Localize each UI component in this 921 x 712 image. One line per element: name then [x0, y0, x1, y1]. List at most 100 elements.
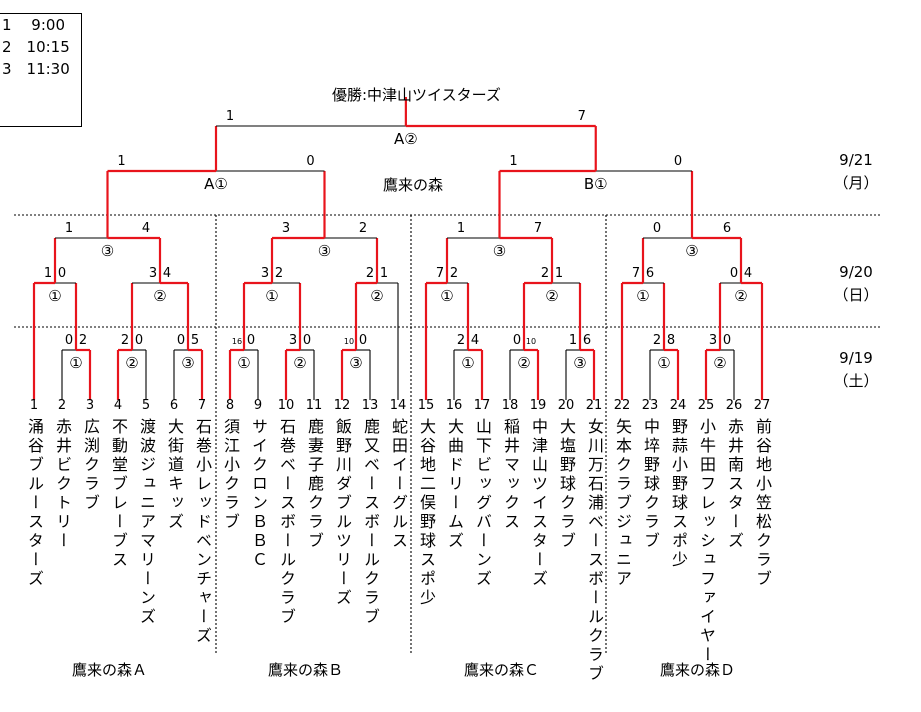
team-number: 21: [585, 398, 603, 413]
match-score: 1: [509, 154, 517, 169]
team-number: 19: [529, 398, 547, 413]
team-number: 8: [225, 398, 235, 413]
block-label-c: 鷹来の森Ｃ: [464, 661, 540, 679]
team-name: 稲井マックス: [501, 418, 520, 532]
match-score: 0: [359, 333, 367, 348]
team-number: 22: [613, 398, 631, 413]
match-score: 1: [117, 154, 125, 169]
team-number: 2: [57, 398, 67, 413]
match-number-label: ①: [48, 287, 61, 305]
legend-slot-1: 1 9:00: [2, 16, 65, 34]
match-score: 8: [667, 333, 675, 348]
match-score: 2: [359, 221, 367, 236]
date-day3-weekday: （月）: [833, 174, 879, 192]
team-number: 26: [725, 398, 743, 413]
match-score: 3: [709, 333, 717, 348]
match-score: 7: [436, 266, 444, 281]
match-score: 0: [306, 154, 314, 169]
match-score: 4: [142, 221, 150, 236]
match-number-label: ③: [685, 242, 698, 260]
match-score: 6: [583, 333, 591, 348]
block-label-b: 鷹来の森Ｂ: [268, 661, 344, 679]
match-number-label: ②: [713, 354, 726, 372]
match-number-label: ③: [349, 354, 362, 372]
match-score: 3: [282, 221, 290, 236]
team-number: 16: [445, 398, 463, 413]
team-number: 17: [473, 398, 491, 413]
match-number-label: ①: [461, 354, 474, 372]
match-number-label: ③: [318, 242, 331, 260]
team-number: 23: [641, 398, 659, 413]
team-number: 13: [361, 398, 379, 413]
match-score: 2: [366, 266, 374, 281]
match-score: 0: [247, 333, 255, 348]
match-score: 0: [65, 333, 73, 348]
match-number-label: A①: [204, 175, 228, 193]
match-number-label: ③: [493, 242, 506, 260]
match-number-label: ②: [293, 354, 306, 372]
match-score: 3: [289, 333, 297, 348]
team-number: 12: [333, 398, 351, 413]
team-number: 1: [29, 398, 39, 413]
match-score: 10: [344, 337, 354, 346]
team-name: 石巻小レッドベンチャーズ: [193, 418, 212, 646]
team-name: 鹿妻子鹿クラブ: [305, 418, 324, 551]
match-number-label: ②: [734, 287, 747, 305]
team-number: 14: [389, 398, 407, 413]
team-name: 赤井ビクトリー: [53, 418, 72, 551]
date-day1: 9/19 （土）: [826, 347, 886, 393]
match-score: 1: [555, 266, 563, 281]
team-number: 11: [305, 398, 323, 413]
match-number-label: ①: [237, 354, 250, 372]
team-name: サイクロンＢＢＣ: [249, 418, 268, 570]
match-score: 7: [632, 266, 640, 281]
team-name: 渡波ジュニアマリーンズ: [137, 418, 156, 627]
match-number-label: ②: [370, 287, 383, 305]
match-score: 0: [723, 333, 731, 348]
match-score: 3: [149, 266, 157, 281]
team-name: 山下ビッグバーンズ: [473, 418, 492, 589]
match-number-label: ②: [125, 354, 138, 372]
team-name: 涌谷ブルースターズ: [25, 418, 44, 589]
match-number-label: ①: [440, 287, 453, 305]
team-name: 飯野川ダブルツリーズ: [333, 418, 352, 608]
team-name: 矢本クラブジュニア: [613, 418, 632, 589]
team-name: 前谷地小笠松クラブ: [753, 418, 772, 589]
match-score: 1: [65, 221, 73, 236]
match-score: 2: [541, 266, 549, 281]
match-score: 0: [730, 266, 738, 281]
match-score: 10: [526, 337, 536, 346]
team-number: 27: [753, 398, 771, 413]
match-score: 1: [380, 266, 388, 281]
team-name: 中埣野球クラブ: [641, 418, 660, 551]
match-score: 4: [471, 333, 479, 348]
match-number-label: ①: [69, 354, 82, 372]
match-score: 1: [457, 221, 465, 236]
final-venue: 鷹来の森: [383, 176, 444, 194]
team-number: 25: [697, 398, 715, 413]
team-number: 18: [501, 398, 519, 413]
match-number-label: ③: [573, 354, 586, 372]
team-number: 7: [197, 398, 207, 413]
match-score: 4: [163, 266, 171, 281]
champion-label: 優勝:中津山ツイスターズ: [332, 86, 501, 104]
match-score: 1: [44, 266, 52, 281]
match-score: 0: [303, 333, 311, 348]
legend-slot-2: 2 10:15: [2, 38, 70, 56]
match-number-label: ②: [517, 354, 530, 372]
date-day1-date: 9/19: [839, 349, 873, 367]
team-name: 蛇田イーグルス: [389, 418, 408, 551]
team-number: 6: [169, 398, 179, 413]
match-number-label: ①: [657, 354, 670, 372]
date-day3-date: 9/21: [839, 151, 873, 169]
team-number: 9: [253, 398, 263, 413]
match-score: 0: [177, 333, 185, 348]
team-number: 15: [417, 398, 435, 413]
team-name: 石巻ベースボールクラブ: [277, 418, 296, 627]
match-score: 2: [121, 333, 129, 348]
team-name: 不動堂ブレーブス: [109, 418, 128, 570]
team-name: 赤井南スターズ: [725, 418, 744, 551]
match-number-label: ①: [636, 287, 649, 305]
match-number-label: ②: [153, 287, 166, 305]
